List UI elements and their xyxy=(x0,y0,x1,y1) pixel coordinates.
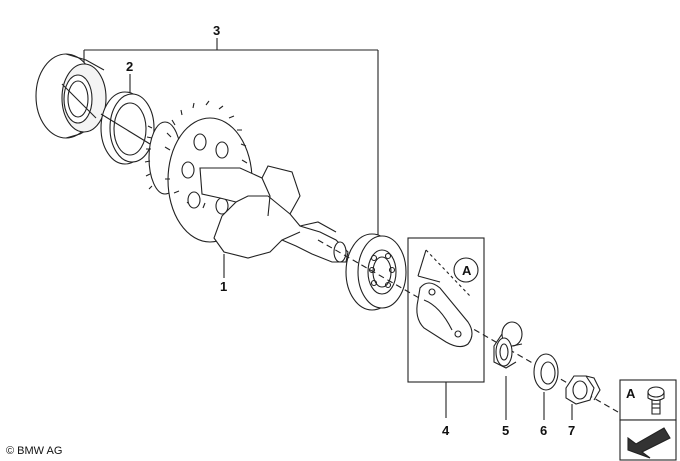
washer xyxy=(533,353,559,391)
legend-a-label: A xyxy=(626,386,636,401)
callout-6: 6 xyxy=(540,423,547,438)
callout-7: 7 xyxy=(568,423,575,438)
crankshaft xyxy=(199,165,349,263)
callout-3-bracket xyxy=(83,38,379,236)
lock-plate xyxy=(416,249,473,348)
sleeve xyxy=(493,321,523,369)
callout-2: 2 xyxy=(126,59,133,74)
callout-1: 1 xyxy=(220,279,227,294)
detail-a-label: A xyxy=(462,263,472,278)
bolt-icon xyxy=(647,386,665,415)
right-ball-bearing xyxy=(345,233,407,311)
bearing-ring xyxy=(100,91,155,165)
nut xyxy=(565,375,601,405)
left-ball-bearing xyxy=(35,53,107,139)
callout-5: 5 xyxy=(502,423,509,438)
copyright-notice: © BMW AG xyxy=(6,445,63,457)
legend-box xyxy=(619,379,677,461)
detail-a-marker xyxy=(453,257,479,283)
arrow-icon xyxy=(627,427,671,459)
callout-3: 3 xyxy=(213,23,220,38)
callout-4: 4 xyxy=(442,423,450,438)
